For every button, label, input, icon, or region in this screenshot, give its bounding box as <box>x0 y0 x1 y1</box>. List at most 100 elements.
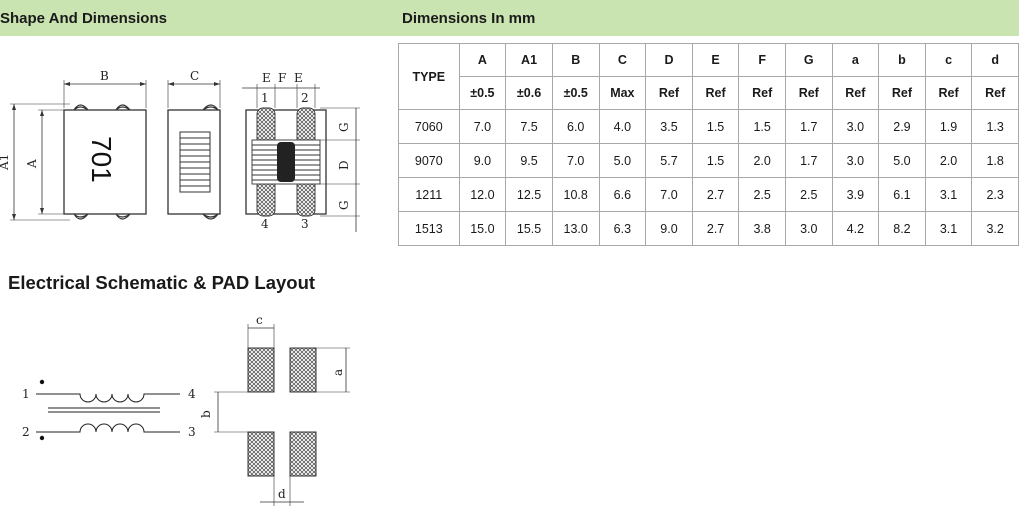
value-cell: 1.5 <box>691 109 740 144</box>
value-cell: 1.7 <box>784 109 833 144</box>
value-cell: 3.8 <box>738 211 786 246</box>
pin-4-label: 4 <box>261 217 269 231</box>
value-cell: 2.5 <box>784 177 833 212</box>
schematic-pin-3: 3 <box>188 425 196 439</box>
dim-label-f: F <box>278 71 286 85</box>
side-view: C <box>167 69 221 220</box>
col-header: G <box>784 43 833 77</box>
value-cell: 12.0 <box>458 177 507 212</box>
value-cell: 3.0 <box>831 143 880 178</box>
pad-label-b: b <box>199 410 213 418</box>
dim-label-a1: A1 <box>0 154 11 171</box>
bottom-view: E F E 1 2 4 3 G D G <box>242 71 360 232</box>
tolerance-cell: Ref <box>924 76 973 110</box>
col-header: A1 <box>505 43 553 77</box>
dim-label-e2: E <box>294 71 303 85</box>
tolerance-cell: Max <box>598 76 647 110</box>
shape-drawing: B A A1 701 C <box>0 69 360 232</box>
value-cell: 3.5 <box>645 109 693 144</box>
value-cell: 2.5 <box>738 177 786 212</box>
dim-label-d: D <box>337 160 351 170</box>
tolerance-cell: Ref <box>878 76 926 110</box>
table-tolerance-row: ±0.5 ±0.6 ±0.5 Max Ref Ref Ref Ref Ref R… <box>399 76 1019 110</box>
value-cell: 1.8 <box>971 143 1019 178</box>
col-header: B <box>551 43 600 77</box>
col-header: b <box>878 43 926 77</box>
tolerance-cell: Ref <box>971 76 1019 110</box>
dim-label-b: B <box>100 69 109 83</box>
value-cell: 3.0 <box>831 109 880 144</box>
value-cell: 3.0 <box>784 211 833 246</box>
value-cell: 6.1 <box>878 177 926 212</box>
table-row: 1211 12.0 12.5 10.8 6.6 7.0 2.7 2.5 2.5 … <box>398 177 1019 212</box>
pad-label-d: d <box>278 487 286 501</box>
col-header: F <box>738 43 786 77</box>
value-cell: 10.8 <box>551 177 600 212</box>
value-cell: 9.0 <box>645 211 693 246</box>
pad-label-a: a <box>331 369 345 376</box>
value-cell: 6.0 <box>551 109 600 144</box>
value-cell: 3.1 <box>924 177 973 212</box>
value-cell: 5.7 <box>645 143 693 178</box>
pin-2-label: 2 <box>301 91 309 105</box>
schematic-title: Electrical Schematic & PAD Layout <box>8 272 316 293</box>
value-cell: 4.0 <box>598 109 647 144</box>
electrical-schematic: 1 2 4 3 <box>22 379 196 441</box>
dim-label-c: C <box>190 69 199 83</box>
value-cell: 4.2 <box>831 211 880 246</box>
table-header-row: TYPE A A1 B C D E F G a b c d <box>398 43 1019 110</box>
tolerance-cell: ±0.5 <box>458 76 507 110</box>
value-cell: 9.0 <box>458 143 507 178</box>
col-header: A <box>458 43 507 77</box>
table-row: 9070 9.0 9.5 7.0 5.0 5.7 1.5 2.0 1.7 3.0… <box>398 143 1019 178</box>
value-cell: 15.0 <box>458 211 507 246</box>
dimensions-table: TYPE A A1 B C D E F G a b c d ±0.5 ±0.6 … <box>398 43 1019 246</box>
dim-label-g1: G <box>337 122 351 132</box>
value-cell: 2.0 <box>924 143 973 178</box>
dim-label-a: A <box>25 159 39 169</box>
schematic-pin-2: 2 <box>22 425 30 439</box>
col-header: D <box>645 43 693 77</box>
value-cell: 6.6 <box>598 177 647 212</box>
tolerance-cell: Ref <box>691 76 740 110</box>
tolerance-cell: ±0.5 <box>551 76 600 110</box>
value-cell: 1.7 <box>784 143 833 178</box>
value-cell: 1.3 <box>971 109 1019 144</box>
value-cell: 3.2 <box>971 211 1019 246</box>
value-cell: 2.7 <box>691 211 740 246</box>
tolerance-cell: ±0.6 <box>505 76 553 110</box>
type-cell: 1513 <box>398 211 460 246</box>
type-cell: 9070 <box>398 143 460 178</box>
value-cell: 1.9 <box>924 109 973 144</box>
table-row: 1513 15.0 15.5 13.0 6.3 9.0 2.7 3.8 3.0 … <box>398 211 1019 246</box>
tolerance-cell: Ref <box>738 76 786 110</box>
value-cell: 3.1 <box>924 211 973 246</box>
shape-dimensions-title: Shape And Dimensions <box>0 10 167 27</box>
value-cell: 15.5 <box>505 211 553 246</box>
value-cell: 7.0 <box>458 109 507 144</box>
value-cell: 2.9 <box>878 109 926 144</box>
pad-layout: c a b d <box>199 313 350 506</box>
schematic-pin-1: 1 <box>22 387 30 401</box>
value-cell: 2.0 <box>738 143 786 178</box>
header-band <box>0 0 1019 36</box>
value-cell: 7.0 <box>645 177 693 212</box>
value-cell: 1.5 <box>691 143 740 178</box>
value-cell: 9.5 <box>505 143 553 178</box>
value-cell: 8.2 <box>878 211 926 246</box>
front-view: B A A1 701 <box>0 69 147 221</box>
tolerance-cell: Ref <box>784 76 833 110</box>
value-cell: 1.5 <box>738 109 786 144</box>
value-cell: 3.9 <box>831 177 880 212</box>
part-marking: 701 <box>86 136 117 183</box>
col-header: d <box>971 43 1019 77</box>
value-cell: 13.0 <box>551 211 600 246</box>
value-cell: 7.5 <box>505 109 553 144</box>
value-cell: 2.7 <box>691 177 740 212</box>
value-cell: 5.0 <box>598 143 647 178</box>
type-cell: 1211 <box>398 177 460 212</box>
schematic-pin-4: 4 <box>188 387 196 401</box>
table-row: 7060 7.0 7.5 6.0 4.0 3.5 1.5 1.5 1.7 3.0… <box>398 109 1019 144</box>
pin-1-label: 1 <box>261 91 269 105</box>
value-cell: 2.3 <box>971 177 1019 212</box>
